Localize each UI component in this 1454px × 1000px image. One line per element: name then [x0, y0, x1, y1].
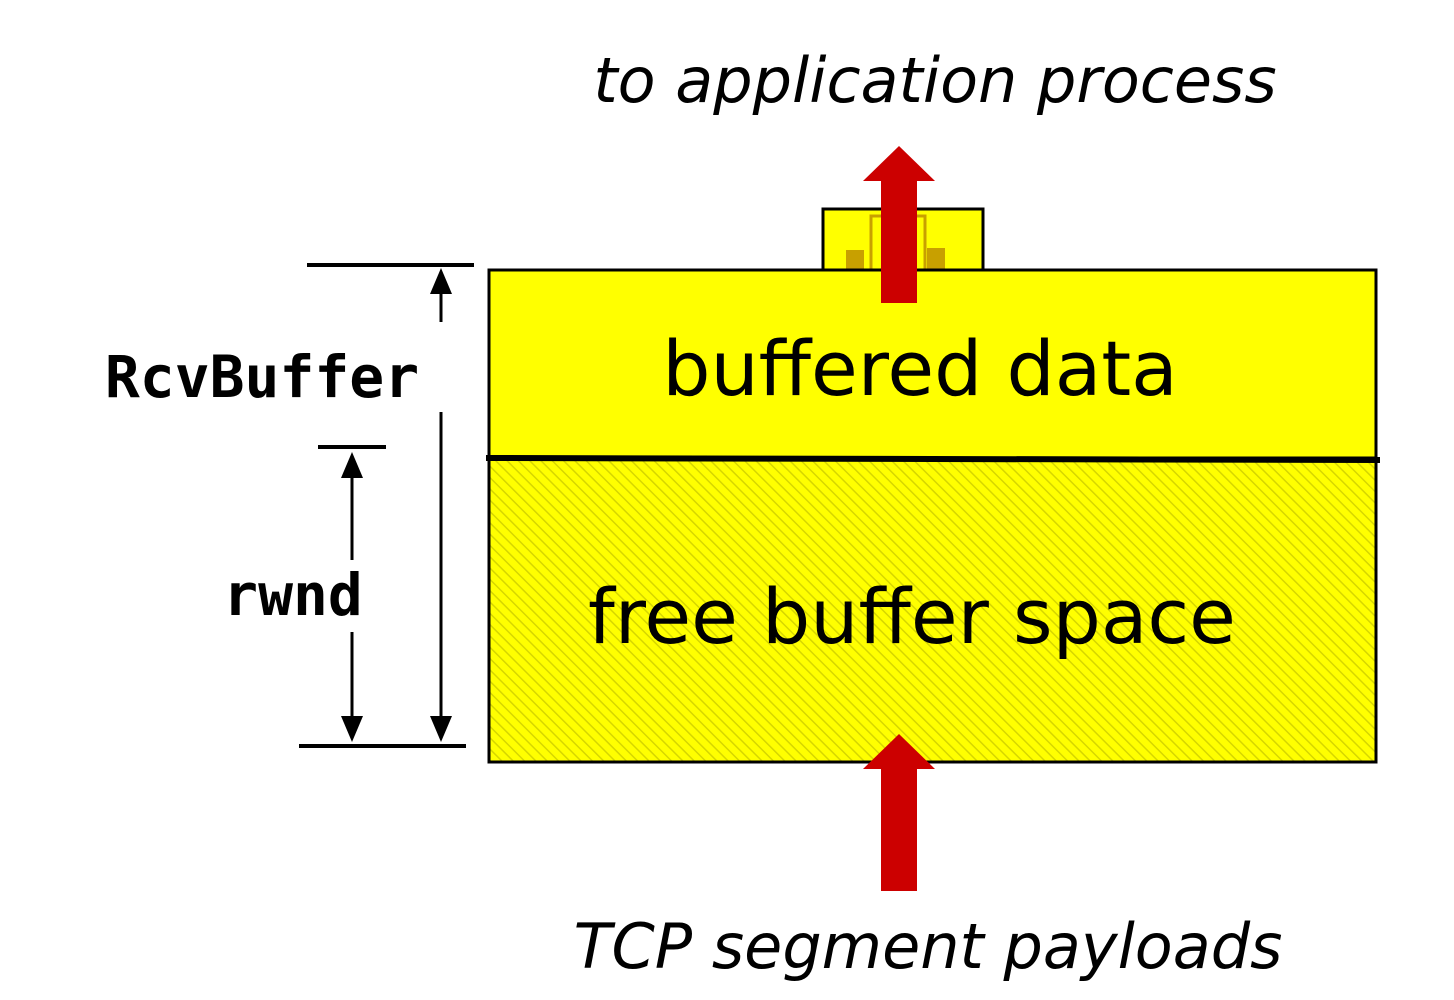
rcvbuffer-label: RcvBuffer	[105, 343, 419, 411]
tcp-segment-arrow	[863, 734, 935, 891]
buffer-divider	[485, 455, 1381, 463]
free-buffer-label: free buffer space	[588, 572, 1236, 661]
buffered-data-region	[487, 268, 1378, 460]
free-buffer-region	[487, 456, 1378, 764]
rwnd-dimension	[318, 445, 386, 742]
to-application-arrow	[863, 146, 935, 303]
to-application-label: to application process	[593, 44, 1276, 117]
rwnd-label: rwnd	[223, 561, 363, 629]
rcvbuffer-dimension	[299, 263, 474, 748]
buffered-data-label: buffered data	[662, 324, 1177, 413]
tcp-segment-label: TCP segment payloads	[574, 910, 1283, 983]
